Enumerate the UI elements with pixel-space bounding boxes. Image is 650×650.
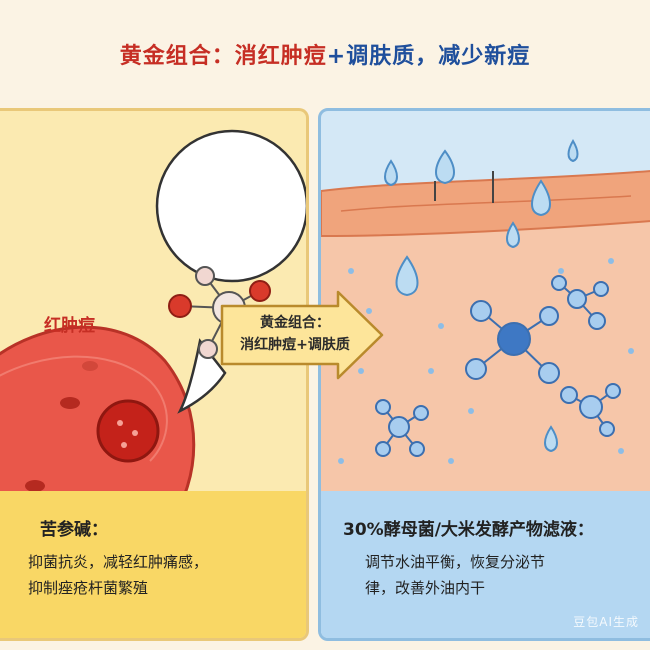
particles: [338, 258, 634, 464]
skin-layer-shape: [321, 171, 650, 491]
droplet: [531, 179, 551, 217]
left-caption: 苦参碱： 抑菌抗炎，减轻红肿痛感， 抑制痤疮杆菌繁殖: [0, 491, 306, 638]
pimple-label: 红肿痘: [44, 316, 95, 336]
spot-3: [82, 361, 98, 371]
droplet: [435, 149, 455, 185]
spot-2: [25, 480, 45, 491]
arrow-right-icon: [220, 290, 384, 380]
pustule-dot: [121, 442, 127, 448]
skin-illustration: [321, 139, 650, 491]
molecule-icon: [551, 275, 609, 330]
molecule-icon: [465, 300, 560, 384]
page-title: 黄金组合：消红肿痘+调肤质，减少新痘: [0, 38, 650, 70]
right-panel: 30%酵母菌/大米发酵产物滤液： 调节水油平衡，恢复分泌节 律，改善外油内干 豆…: [318, 108, 650, 641]
droplet: [506, 221, 520, 249]
title-part-red: 黄金组合：消红肿痘: [119, 44, 327, 69]
left-ingredient-desc: 抑菌抗炎，减轻红肿痛感， 抑制痤疮杆菌繁殖: [28, 549, 298, 601]
molecule-icon: [560, 383, 621, 437]
left-ingredient-title: 苦参碱：: [40, 520, 108, 540]
epidermis-line: [340, 195, 632, 212]
right-desc-line-1: 调节水油平衡，恢复分泌节: [365, 553, 546, 571]
left-desc-line-2: 抑制痤疮杆菌繁殖: [28, 579, 149, 597]
left-desc-line-1: 抑菌抗炎，减轻红肿痛感，: [28, 553, 209, 571]
droplet: [544, 425, 558, 453]
left-panel: 红肿痘 苦参碱： 抑菌抗炎，减轻红肿痛感， 抑制痤疮杆菌繁殖: [0, 108, 309, 641]
droplet: [395, 255, 419, 297]
pustule-core: [96, 399, 160, 463]
pustule-dot: [132, 430, 138, 436]
water-droplets: [384, 139, 579, 453]
right-desc-line-2: 律，改善外油内干: [365, 579, 486, 597]
droplet: [567, 139, 579, 163]
pustule-dot: [117, 420, 123, 426]
right-caption: 30%酵母菌/大米发酵产物滤液： 调节水油平衡，恢复分泌节 律，改善外油内干: [321, 491, 650, 638]
droplet: [384, 159, 398, 187]
pimple-body-shape: [0, 325, 196, 491]
arrow-line-2: 消红肿痘+调肤质: [240, 337, 350, 353]
speech-bubble: [155, 129, 306, 283]
right-ingredient-title: 30%酵母菌/大米发酵产物滤液：: [343, 520, 594, 540]
molecule-icon: [375, 399, 429, 457]
right-ingredient-desc: 调节水油平衡，恢复分泌节 律，改善外油内干: [365, 549, 625, 601]
pimple-highlight-shape: [0, 355, 168, 462]
arrow-text: 黄金组合： 消红肿痘+调肤质: [220, 312, 370, 356]
epidermis-shape: [321, 170, 650, 238]
spot-1: [60, 397, 80, 409]
molecules: [375, 275, 621, 457]
combo-arrow: 黄金组合： 消红肿痘+调肤质: [220, 290, 385, 380]
bubble-tail-shape: [177, 338, 227, 414]
watermark: 豆包AI生成: [573, 615, 639, 629]
title-part-blue: +调肤质，减少新痘: [326, 44, 531, 69]
pimple-illustration: [0, 129, 306, 491]
arrow-line-1: 黄金组合：: [260, 315, 330, 331]
